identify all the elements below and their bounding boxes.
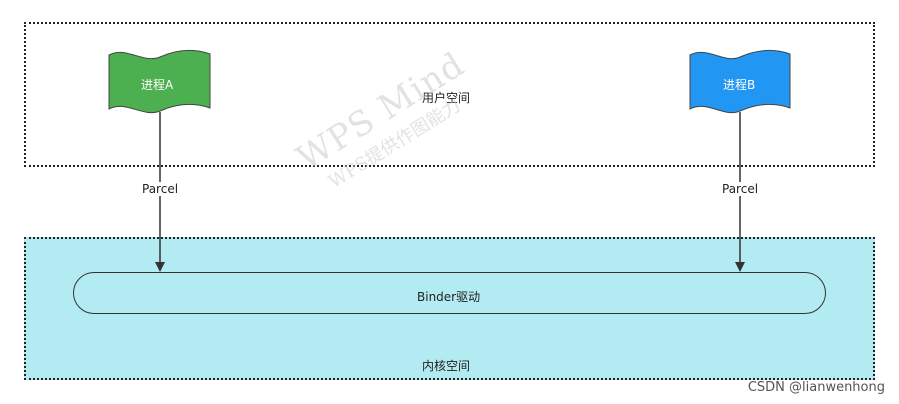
process-a-label: 进程A: [141, 78, 174, 92]
binder-driver-label: Binder驱动: [417, 290, 481, 304]
arrow-a-label: Parcel: [141, 182, 180, 196]
process-b-flag: [689, 49, 791, 114]
user-space-label: 用户空间: [422, 91, 471, 105]
arrow-b-label: Parcel: [721, 182, 760, 196]
binder-driver-node: [73, 272, 826, 314]
process-a-flag: [108, 49, 211, 114]
kernel-space-label: 内核空间: [422, 359, 471, 373]
credit-text: CSDN @lianwenhong: [747, 380, 885, 395]
process-b-label: 进程B: [723, 78, 756, 92]
